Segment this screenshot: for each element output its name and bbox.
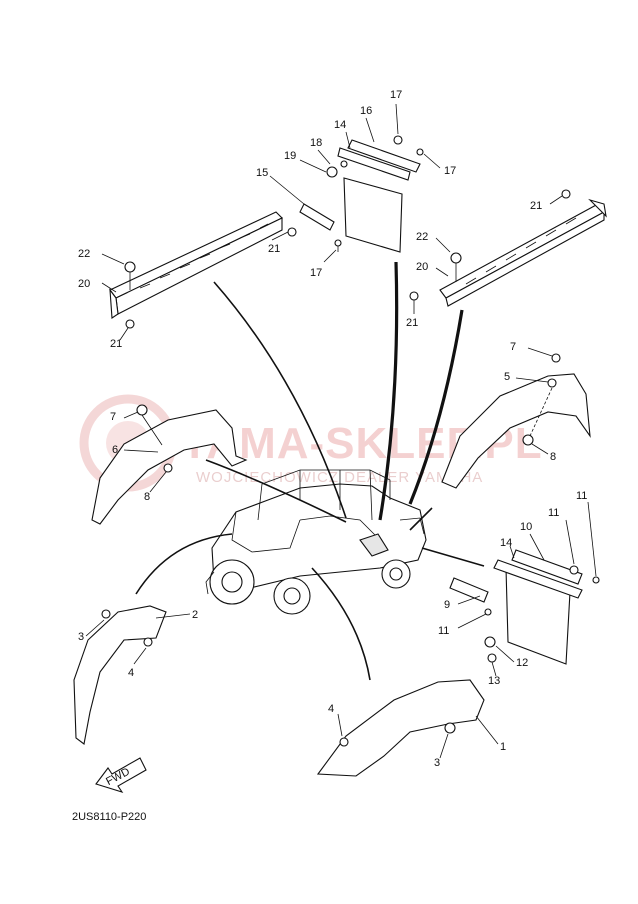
fender-left-upper bbox=[91, 404, 248, 525]
callout-14: 14 bbox=[500, 537, 512, 549]
fender-left-lower bbox=[73, 605, 167, 745]
callout-22: 22 bbox=[78, 248, 90, 260]
callout-11: 11 bbox=[576, 490, 587, 502]
callout-2: 2 bbox=[192, 609, 198, 621]
fender-right-lower bbox=[316, 679, 485, 777]
callout-7: 7 bbox=[510, 341, 516, 353]
bracket-15 bbox=[299, 203, 342, 252]
callout-15: 15 bbox=[256, 167, 268, 179]
diagram-code: 2US8110-P220 bbox=[72, 811, 146, 823]
callout-4: 4 bbox=[328, 703, 334, 715]
callout-13: 13 bbox=[488, 675, 500, 687]
callout-10: 10 bbox=[520, 521, 532, 533]
callout-3: 3 bbox=[78, 631, 84, 643]
callout-9: 9 bbox=[444, 599, 450, 611]
callout-20: 20 bbox=[416, 261, 428, 273]
mud-flap-bottom bbox=[449, 549, 600, 665]
rail-right bbox=[409, 189, 607, 307]
callout-8: 8 bbox=[144, 491, 150, 503]
callout-17: 17 bbox=[444, 165, 456, 177]
fwd-indicator: FWD bbox=[95, 757, 147, 793]
callout-22: 22 bbox=[416, 231, 428, 243]
mud-flap-top bbox=[326, 135, 424, 253]
callout-19: 19 bbox=[284, 150, 296, 162]
callout-16: 16 bbox=[360, 105, 372, 117]
callout-21: 21 bbox=[268, 243, 280, 255]
callout-12: 12 bbox=[516, 657, 528, 669]
callout-5: 5 bbox=[504, 371, 510, 383]
callout-11: 11 bbox=[438, 625, 449, 637]
arrows bbox=[135, 261, 485, 681]
callout-21: 21 bbox=[530, 200, 542, 212]
callout-3: 3 bbox=[434, 757, 440, 769]
callout-17: 17 bbox=[390, 89, 402, 101]
callout-8: 8 bbox=[550, 451, 556, 463]
callout-7: 7 bbox=[110, 411, 116, 423]
callout-21: 21 bbox=[110, 338, 122, 350]
callout-1: 1 bbox=[500, 741, 506, 753]
vehicle-illustration bbox=[205, 469, 427, 615]
callout-11: 11 bbox=[548, 507, 559, 519]
callout-6: 6 bbox=[112, 444, 118, 456]
callouts: 17 16 14 18 19 17 15 17 22 20 21 21 22 2… bbox=[78, 89, 597, 769]
rail-left bbox=[109, 211, 297, 329]
callout-4: 4 bbox=[128, 667, 134, 679]
callout-20: 20 bbox=[78, 278, 90, 290]
callout-18: 18 bbox=[310, 137, 322, 149]
callout-21: 21 bbox=[406, 317, 418, 329]
callout-17: 17 bbox=[310, 267, 322, 279]
fender-right-upper bbox=[441, 353, 591, 489]
callout-14: 14 bbox=[334, 119, 346, 131]
